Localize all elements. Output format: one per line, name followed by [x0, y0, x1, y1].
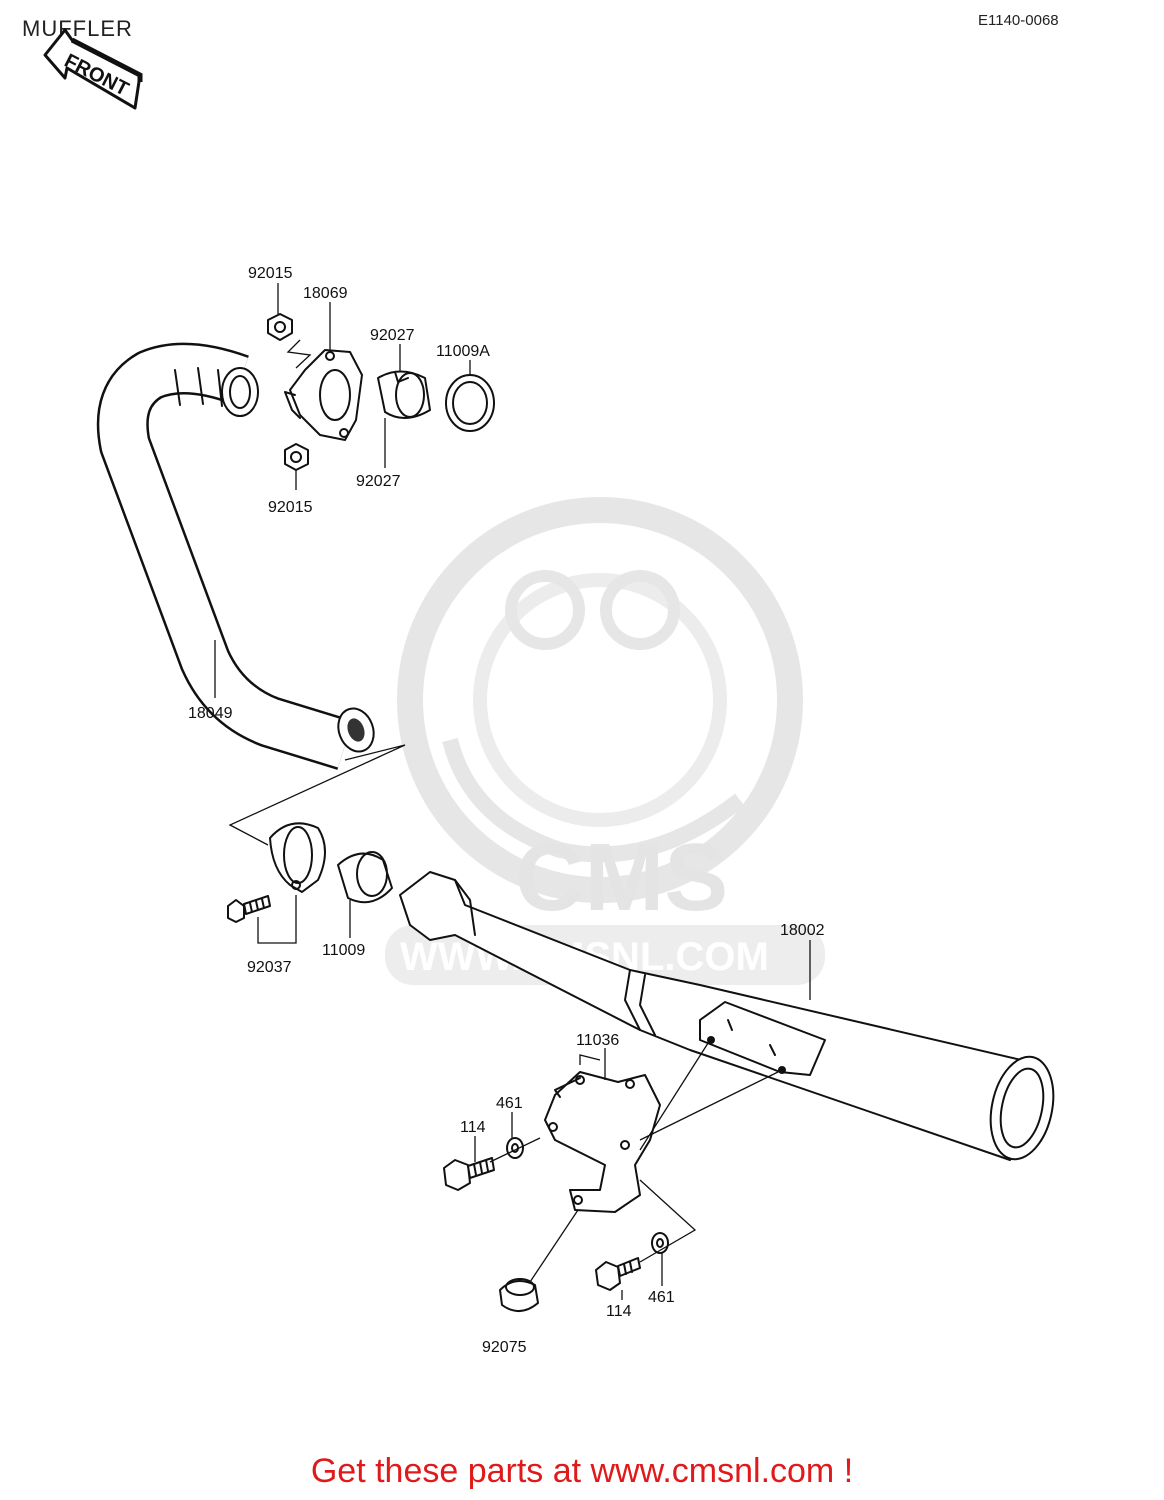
front-arrow-icon: FRONT: [43, 28, 143, 110]
part-label[interactable]: 92015: [248, 265, 293, 282]
flange-nut-bottom[interactable]: [284, 443, 309, 471]
part-label[interactable]: 92015: [268, 499, 313, 516]
gasket-ring[interactable]: [445, 374, 495, 432]
bracket-bolt-left[interactable]: [443, 1157, 495, 1191]
split-collar[interactable]: [377, 370, 431, 419]
part-label[interactable]: 11036: [576, 1032, 619, 1049]
part-label[interactable]: 461: [496, 1095, 523, 1112]
part-label[interactable]: 114: [460, 1119, 486, 1136]
watermark-brand: CMS: [515, 824, 728, 931]
diagram-code: E1140-0068: [978, 12, 1059, 29]
part-label[interactable]: 114: [606, 1303, 632, 1320]
clamp-bolt[interactable]: [227, 895, 271, 923]
part-label[interactable]: 18002: [780, 922, 825, 939]
part-labels: 92015 18069 92027 11009A 92027 92015 180…: [188, 265, 825, 1356]
diagram-title: MUFFLER: [22, 16, 133, 41]
part-label[interactable]: 92027: [356, 473, 401, 490]
exhaust-pipe[interactable]: [96, 342, 380, 770]
cmsnl-footer-link[interactable]: Get these parts at www.cmsnl.com !: [310, 1452, 854, 1490]
part-label[interactable]: 92027: [370, 327, 415, 344]
part-label[interactable]: 18049: [188, 705, 233, 722]
flange-nut-top[interactable]: [267, 313, 293, 341]
muffler-bracket[interactable]: [544, 1071, 661, 1213]
part-label[interactable]: 461: [648, 1289, 675, 1306]
bracket-washer-left[interactable]: [506, 1137, 524, 1159]
part-label[interactable]: 11009A: [436, 343, 490, 360]
part-label[interactable]: 92037: [247, 959, 292, 976]
leader-lines: [214, 283, 811, 1300]
rubber-damper[interactable]: [499, 1278, 539, 1312]
part-label[interactable]: 92075: [482, 1339, 527, 1356]
part-label[interactable]: 18069: [303, 285, 348, 302]
pipe-gasket[interactable]: [337, 851, 393, 904]
bracket-bolt-right[interactable]: [595, 1257, 641, 1291]
pipe-clamp[interactable]: [269, 822, 326, 893]
exhaust-flange[interactable]: [284, 349, 363, 441]
muffler-body[interactable]: [399, 871, 1062, 1165]
part-label[interactable]: 11009: [322, 942, 365, 959]
